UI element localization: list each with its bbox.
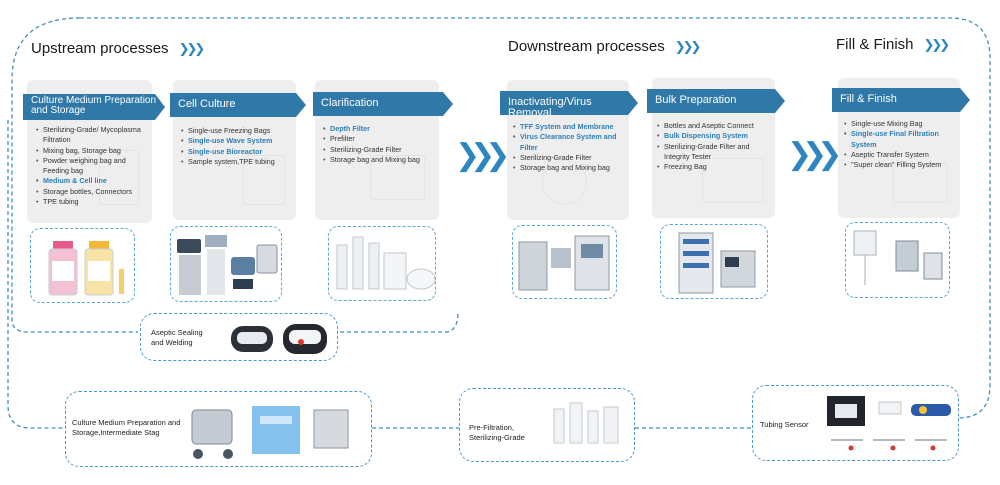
downstream-header: Downstream processes ❯❯❯ [508, 38, 702, 55]
stage-tab-fill-finish: Fill & Finish [832, 88, 970, 112]
list-item: Freezing Bag [656, 162, 771, 173]
list-item: Depth Filter [322, 124, 434, 135]
stage-tab-virus-removal: Inactivating/Virus Removal [500, 91, 638, 115]
triple-chevron-icon: ❯❯❯ [674, 38, 702, 54]
list-item: Sample system,TPE tubing [180, 157, 292, 168]
list-item: Bulk Dispensing System [656, 131, 771, 142]
sealer-devices-image [231, 324, 327, 354]
fill-finish-header: Fill & Finish ❯❯❯ [836, 36, 951, 53]
list-item: Aseptic Transfer System [843, 150, 958, 161]
downstream-title: Downstream processes [508, 38, 665, 55]
list-item: Storage bag and Mixing bag [512, 163, 624, 174]
aseptic-sealing-label: Aseptic Sealing and Welding [151, 328, 203, 347]
list-item: Single-use Bioreactor [180, 147, 292, 158]
virus-removal-image [518, 235, 610, 291]
pre-filtration-label: Pre-Filtration, Sterilizing-Grade [469, 423, 525, 442]
list-item: Bottles and Aseptic Connect [656, 121, 771, 132]
triple-chevron-icon: ❯❯❯ [923, 36, 951, 52]
photo-virus-removal [512, 225, 617, 299]
tubing-sensor-label: Tubing Sensor [760, 420, 809, 429]
list-item: Sterilizing-Grade Filter and Integrity T… [656, 142, 771, 163]
pre-filtration-box: Pre-Filtration, Sterilizing-Grade [459, 388, 635, 462]
stage-tab-culture-medium: Culture Medium Preparation and Storage [23, 94, 165, 120]
photo-fill-finish [845, 222, 950, 298]
tubing-sensors-image [827, 396, 951, 451]
photo-bulk-preparation [660, 224, 768, 299]
big-chevron-icon: ❯❯❯ [455, 139, 511, 172]
photo-medium-bottles [30, 228, 135, 303]
list-item: TFF System and Membrane [512, 122, 624, 133]
aseptic-sealing-box: Aseptic Sealing and Welding [140, 313, 338, 361]
list-item: Storage bag and Mixing bag [322, 155, 434, 166]
stage-items-bulk-preparation: Bottles and Aseptic Connect Bulk Dispens… [656, 121, 771, 173]
stage-items-culture-medium: Sterilizing-Grade/ Mycoplasma Filtration… [35, 125, 147, 208]
stage-tab-clarification: Clarification [313, 92, 453, 116]
list-item: Prefilter [322, 134, 434, 145]
list-item: Virus Clearance System and Filter [512, 132, 624, 153]
stage-items-cell-culture: Single-use Freezing Bags Single-use Wave… [180, 126, 292, 167]
list-item: Medium & Cell line [35, 176, 147, 187]
stage-tab-bulk-preparation: Bulk Preparation [647, 89, 785, 113]
list-item: TPE tubing [35, 197, 147, 208]
medium-bottles-image [48, 241, 124, 296]
big-chevron-icon: ❯❯❯ [787, 138, 843, 171]
filters-image [336, 236, 435, 290]
bulk-preparation-image [678, 232, 756, 294]
upstream-header: Upstream processes ❯❯❯ [31, 40, 206, 57]
tubing-sensor-box: Tubing Sensor [752, 385, 959, 461]
list-item: Powder weighing bag and Feeding bag [35, 156, 147, 177]
list-item: Sterilizing-Grade Filter [322, 145, 434, 156]
mixing-tanks-image [191, 406, 349, 459]
list-item: Sterilizing-Grade/ Mycoplasma Filtration [35, 125, 147, 146]
cell-culture-image [177, 235, 278, 295]
culture-medium-storage-box: Culture Medium Preparation and Storage,I… [65, 391, 372, 467]
list-item: Single-use Final Filtration System [843, 129, 958, 150]
culture-medium-storage-label: Culture Medium Preparation and Storage,I… [72, 418, 181, 437]
list-item: Storage bottles, Connectors [35, 187, 147, 198]
upstream-title: Upstream processes [31, 40, 169, 57]
list-item: Single-use Mixing Bag [843, 119, 958, 130]
stage-items-clarification: Depth Filter Prefilter Sterilizing-Grade… [322, 124, 434, 165]
triple-chevron-icon: ❯❯❯ [178, 40, 206, 56]
list-item: Sterilizing-Grade Filter [512, 153, 624, 164]
stage-items-fill-finish: Single-use Mixing Bag Single-use Final F… [843, 119, 958, 171]
list-item: Single-use Freezing Bags [180, 126, 292, 137]
list-item: "Super clean" Filling System [843, 160, 958, 171]
stage-items-virus-removal: TFF System and Membrane Virus Clearance … [512, 122, 624, 174]
stage-tab-cell-culture: Cell Culture [170, 93, 306, 117]
fill-finish-title: Fill & Finish [836, 36, 914, 53]
fill-finish-image [853, 230, 943, 285]
list-item: Mixing bag, Storage bag [35, 146, 147, 157]
photo-cell-culture [170, 226, 282, 302]
prefilter-cartridges-image [553, 402, 619, 444]
list-item: Single-use Wave System [180, 136, 292, 147]
photo-filters [328, 226, 436, 301]
